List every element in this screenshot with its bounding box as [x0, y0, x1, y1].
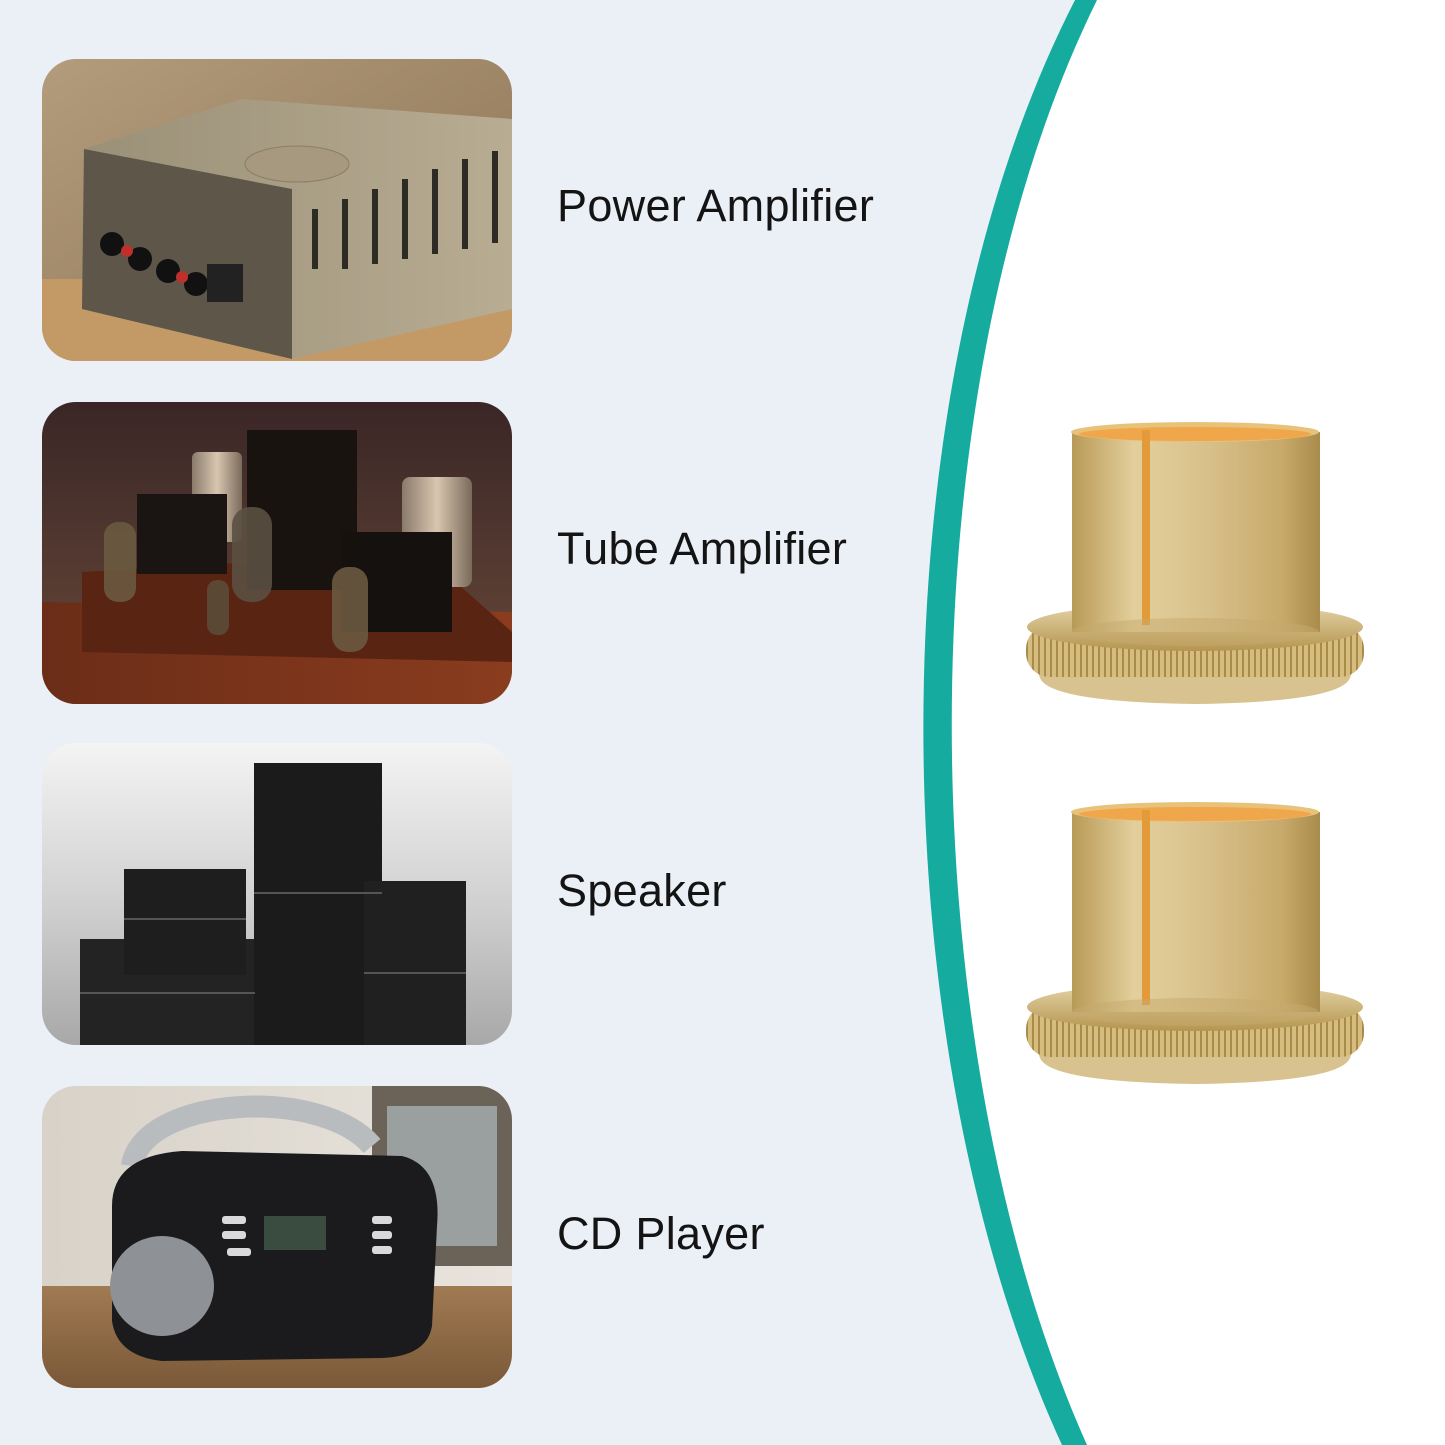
label-power-amplifier: Power Amplifier: [557, 180, 875, 231]
tube-amplifier-photo: [42, 402, 512, 704]
speaker-photo: [42, 743, 512, 1045]
white-panel: [951, 0, 1445, 1445]
label-tube-amplifier: Tube Amplifier: [557, 523, 848, 574]
gold-cap-bottom: [1026, 802, 1364, 1084]
power-amplifier-photo: [42, 59, 512, 361]
cd-player-photo: [42, 1086, 512, 1388]
label-cd-player: CD Player: [557, 1208, 765, 1259]
gold-cap-top: [1026, 422, 1364, 704]
label-speaker: Speaker: [557, 865, 727, 916]
